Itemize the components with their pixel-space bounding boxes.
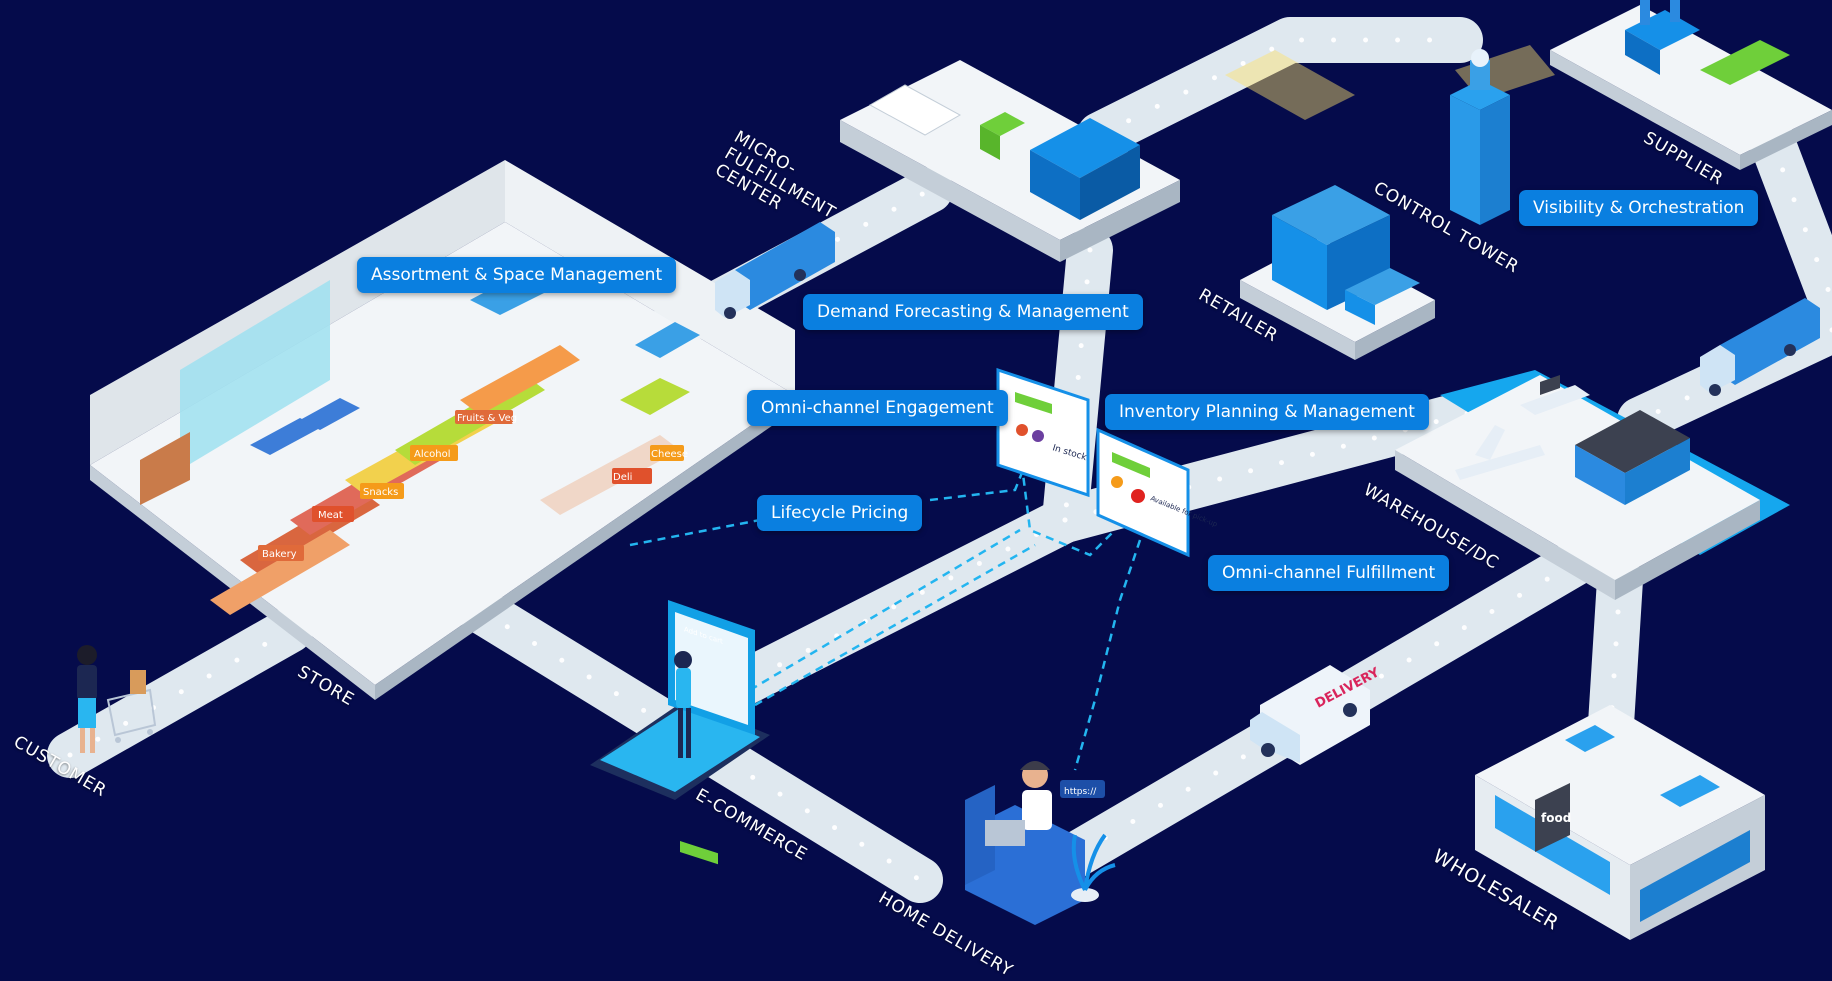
- control-tower: [1225, 45, 1555, 225]
- pill-lifecycle-pricing: Lifecycle Pricing: [757, 495, 923, 531]
- sign-meat: Meat: [318, 510, 343, 521]
- sign-bakery: Bakery: [262, 549, 297, 560]
- pill-visibility-orchestration: Visibility & Orchestration: [1519, 190, 1759, 226]
- retailer-building: [1240, 185, 1435, 360]
- truck-mfc: [715, 222, 835, 319]
- pill-assortment-space: Assortment & Space Management: [357, 257, 677, 293]
- pill-inventory-planning: Inventory Planning & Management: [1105, 394, 1429, 430]
- sign-snacks: Snacks: [363, 487, 398, 498]
- micro-fulfillment-center: [840, 60, 1180, 262]
- pill-omnichannel-fulfillment: Omni-channel Fulfillment: [1208, 555, 1450, 591]
- truck-supplier: [1700, 298, 1820, 396]
- sign-cheese: Cheese: [651, 449, 688, 460]
- delivery-van: DELIVERY: [1250, 665, 1383, 765]
- store-signs: Meat Bakery Alcohol Snacks Cheese Deli F…: [258, 410, 688, 561]
- sign-deli: Deli: [613, 472, 632, 483]
- pill-demand-forecasting: Demand Forecasting & Management: [803, 294, 1143, 330]
- supplier-factory: [1550, 0, 1832, 170]
- home-delivery-scene: https://: [965, 761, 1116, 925]
- url-bubble: https://: [1064, 787, 1097, 797]
- wholesaler-sign: food: [1541, 811, 1571, 825]
- sign-alcohol: Alcohol: [414, 449, 450, 460]
- wholesaler-building: food: [1475, 705, 1765, 940]
- stock-card-1: In stock: [996, 367, 1090, 498]
- road-mfc-controltower: [1077, 17, 1483, 158]
- pill-omnichannel-engagement: Omni-channel Engagement: [747, 390, 1008, 426]
- sign-fruits: Fruits & Veg: [457, 413, 517, 424]
- ecommerce-phone: Add to cart: [590, 600, 770, 865]
- customer-figure: [77, 645, 157, 753]
- warehouse-dc: [1395, 370, 1790, 600]
